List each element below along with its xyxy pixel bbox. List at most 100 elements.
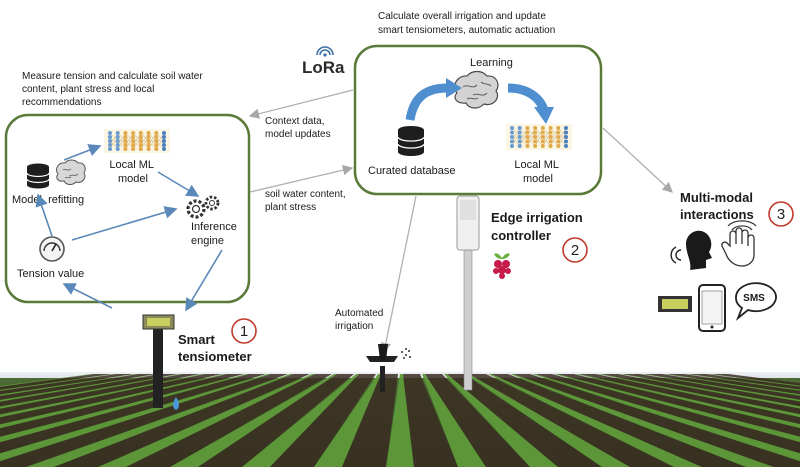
tension-to-refit-arrow	[35, 193, 53, 237]
soil-row	[0, 374, 178, 407]
brain-icon	[56, 159, 86, 185]
soil-row	[667, 374, 800, 395]
component-number-2: 2	[562, 237, 588, 263]
tension-to-engine-arrow	[71, 206, 178, 241]
soil-row	[491, 374, 746, 467]
soil-row	[579, 374, 800, 425]
context-data-label: Context data, model updates	[265, 116, 331, 140]
sms-icon: SMS	[735, 282, 777, 321]
crop-row	[444, 374, 558, 467]
soil-row	[0, 374, 222, 425]
crop-row	[386, 374, 414, 467]
crop-row	[170, 374, 337, 467]
crop-row	[686, 374, 800, 391]
crop-row	[0, 374, 227, 429]
crop-row	[0, 374, 183, 409]
lora-label: LoRa	[302, 58, 345, 77]
voice-icon	[670, 230, 712, 270]
crop-row	[488, 374, 702, 467]
soil-row	[0, 374, 156, 400]
tensiometer-to-tension-arrow	[62, 283, 113, 309]
database-icon	[397, 126, 425, 156]
soil-row	[270, 374, 376, 467]
learn-arrowhead-out	[534, 107, 554, 124]
crop-row	[0, 374, 139, 396]
crop-row	[510, 374, 774, 467]
multimodal-label: Multi-modal interactions	[680, 190, 757, 222]
gauge-icon	[39, 236, 65, 262]
smartphone-icon	[698, 284, 726, 332]
soil-row	[469, 374, 674, 467]
edge-logic-box	[353, 44, 603, 196]
crop-row	[0, 374, 161, 402]
tension-value-label: Tension value	[17, 268, 84, 280]
smart-tensiometer-device	[142, 314, 179, 410]
internal-arrows	[35, 144, 223, 312]
soil-row	[0, 374, 266, 454]
lora-icon: LoRa	[302, 46, 345, 77]
lcd-icon	[658, 296, 692, 312]
component-number-3: 3	[768, 201, 794, 227]
crop-row	[242, 374, 359, 467]
crop-row	[98, 374, 315, 467]
left-ml-model-label: Local ML model	[109, 159, 156, 185]
sprinkler-icon	[366, 344, 411, 392]
svg-text:3: 3	[777, 206, 785, 223]
soil-row	[601, 374, 800, 415]
sms-label: SMS	[743, 293, 765, 304]
edge-controller-device	[456, 195, 480, 391]
soil-row	[623, 374, 800, 407]
soil-row	[0, 374, 134, 395]
crop-row	[554, 374, 800, 443]
engine-to-tensiometer-arrow	[185, 249, 223, 312]
irrigation-arrow	[380, 195, 417, 354]
soil-row	[403, 374, 458, 467]
flow-arrows	[248, 89, 673, 354]
automated-irrigation-label: Automated irrigation	[335, 308, 386, 332]
inference-engine-label: Inference engine	[191, 221, 240, 247]
field-background	[0, 372, 800, 467]
crop-row	[466, 374, 630, 467]
neural-network-icon	[506, 124, 572, 150]
edge-controller-label: Edge irrigation controller	[491, 210, 586, 243]
component-number-1: 1	[231, 318, 257, 344]
water-drop-icon	[173, 397, 179, 410]
curated-database-label: Curated database	[368, 165, 455, 177]
learning-label: Learning	[470, 57, 513, 69]
neural-network-icon	[104, 129, 170, 153]
multimodal-arrow	[602, 127, 673, 193]
crop-row	[26, 374, 293, 467]
model-to-engine-arrow	[157, 171, 200, 197]
crop-rows	[0, 374, 800, 467]
soil-row	[425, 374, 530, 467]
crop-row	[422, 374, 486, 467]
soil-row	[447, 374, 602, 467]
crop-row	[598, 374, 800, 418]
soil-row	[711, 374, 800, 386]
soil-row	[0, 374, 200, 415]
crop-row	[620, 374, 800, 409]
crop-row	[532, 374, 800, 462]
crop-row	[0, 374, 271, 462]
smart-tensiometer-label: Smart tensiometer	[178, 332, 252, 364]
soil-row	[198, 374, 354, 467]
soil-row	[126, 374, 332, 467]
soil-row	[689, 374, 800, 390]
crop-row	[708, 374, 800, 387]
brain-icon	[454, 70, 499, 109]
left-caption: Measure tension and calculate soil water…	[22, 71, 205, 108]
gesture-icon	[721, 220, 757, 267]
database-icon	[26, 163, 50, 189]
learn-arrowhead-in	[446, 78, 462, 98]
soil-row	[0, 374, 112, 390]
right-ml-model-label: Local ML model	[514, 159, 561, 185]
refit-to-model-arrow	[63, 144, 102, 161]
soil-row	[342, 374, 398, 467]
learn-arrow-in	[405, 83, 449, 121]
raspberry-pi-icon	[493, 253, 511, 279]
top-caption: Calculate overall irrigation and update …	[378, 11, 555, 36]
crop-row	[576, 374, 800, 428]
model-refitting-label: Model refitting	[12, 194, 84, 206]
